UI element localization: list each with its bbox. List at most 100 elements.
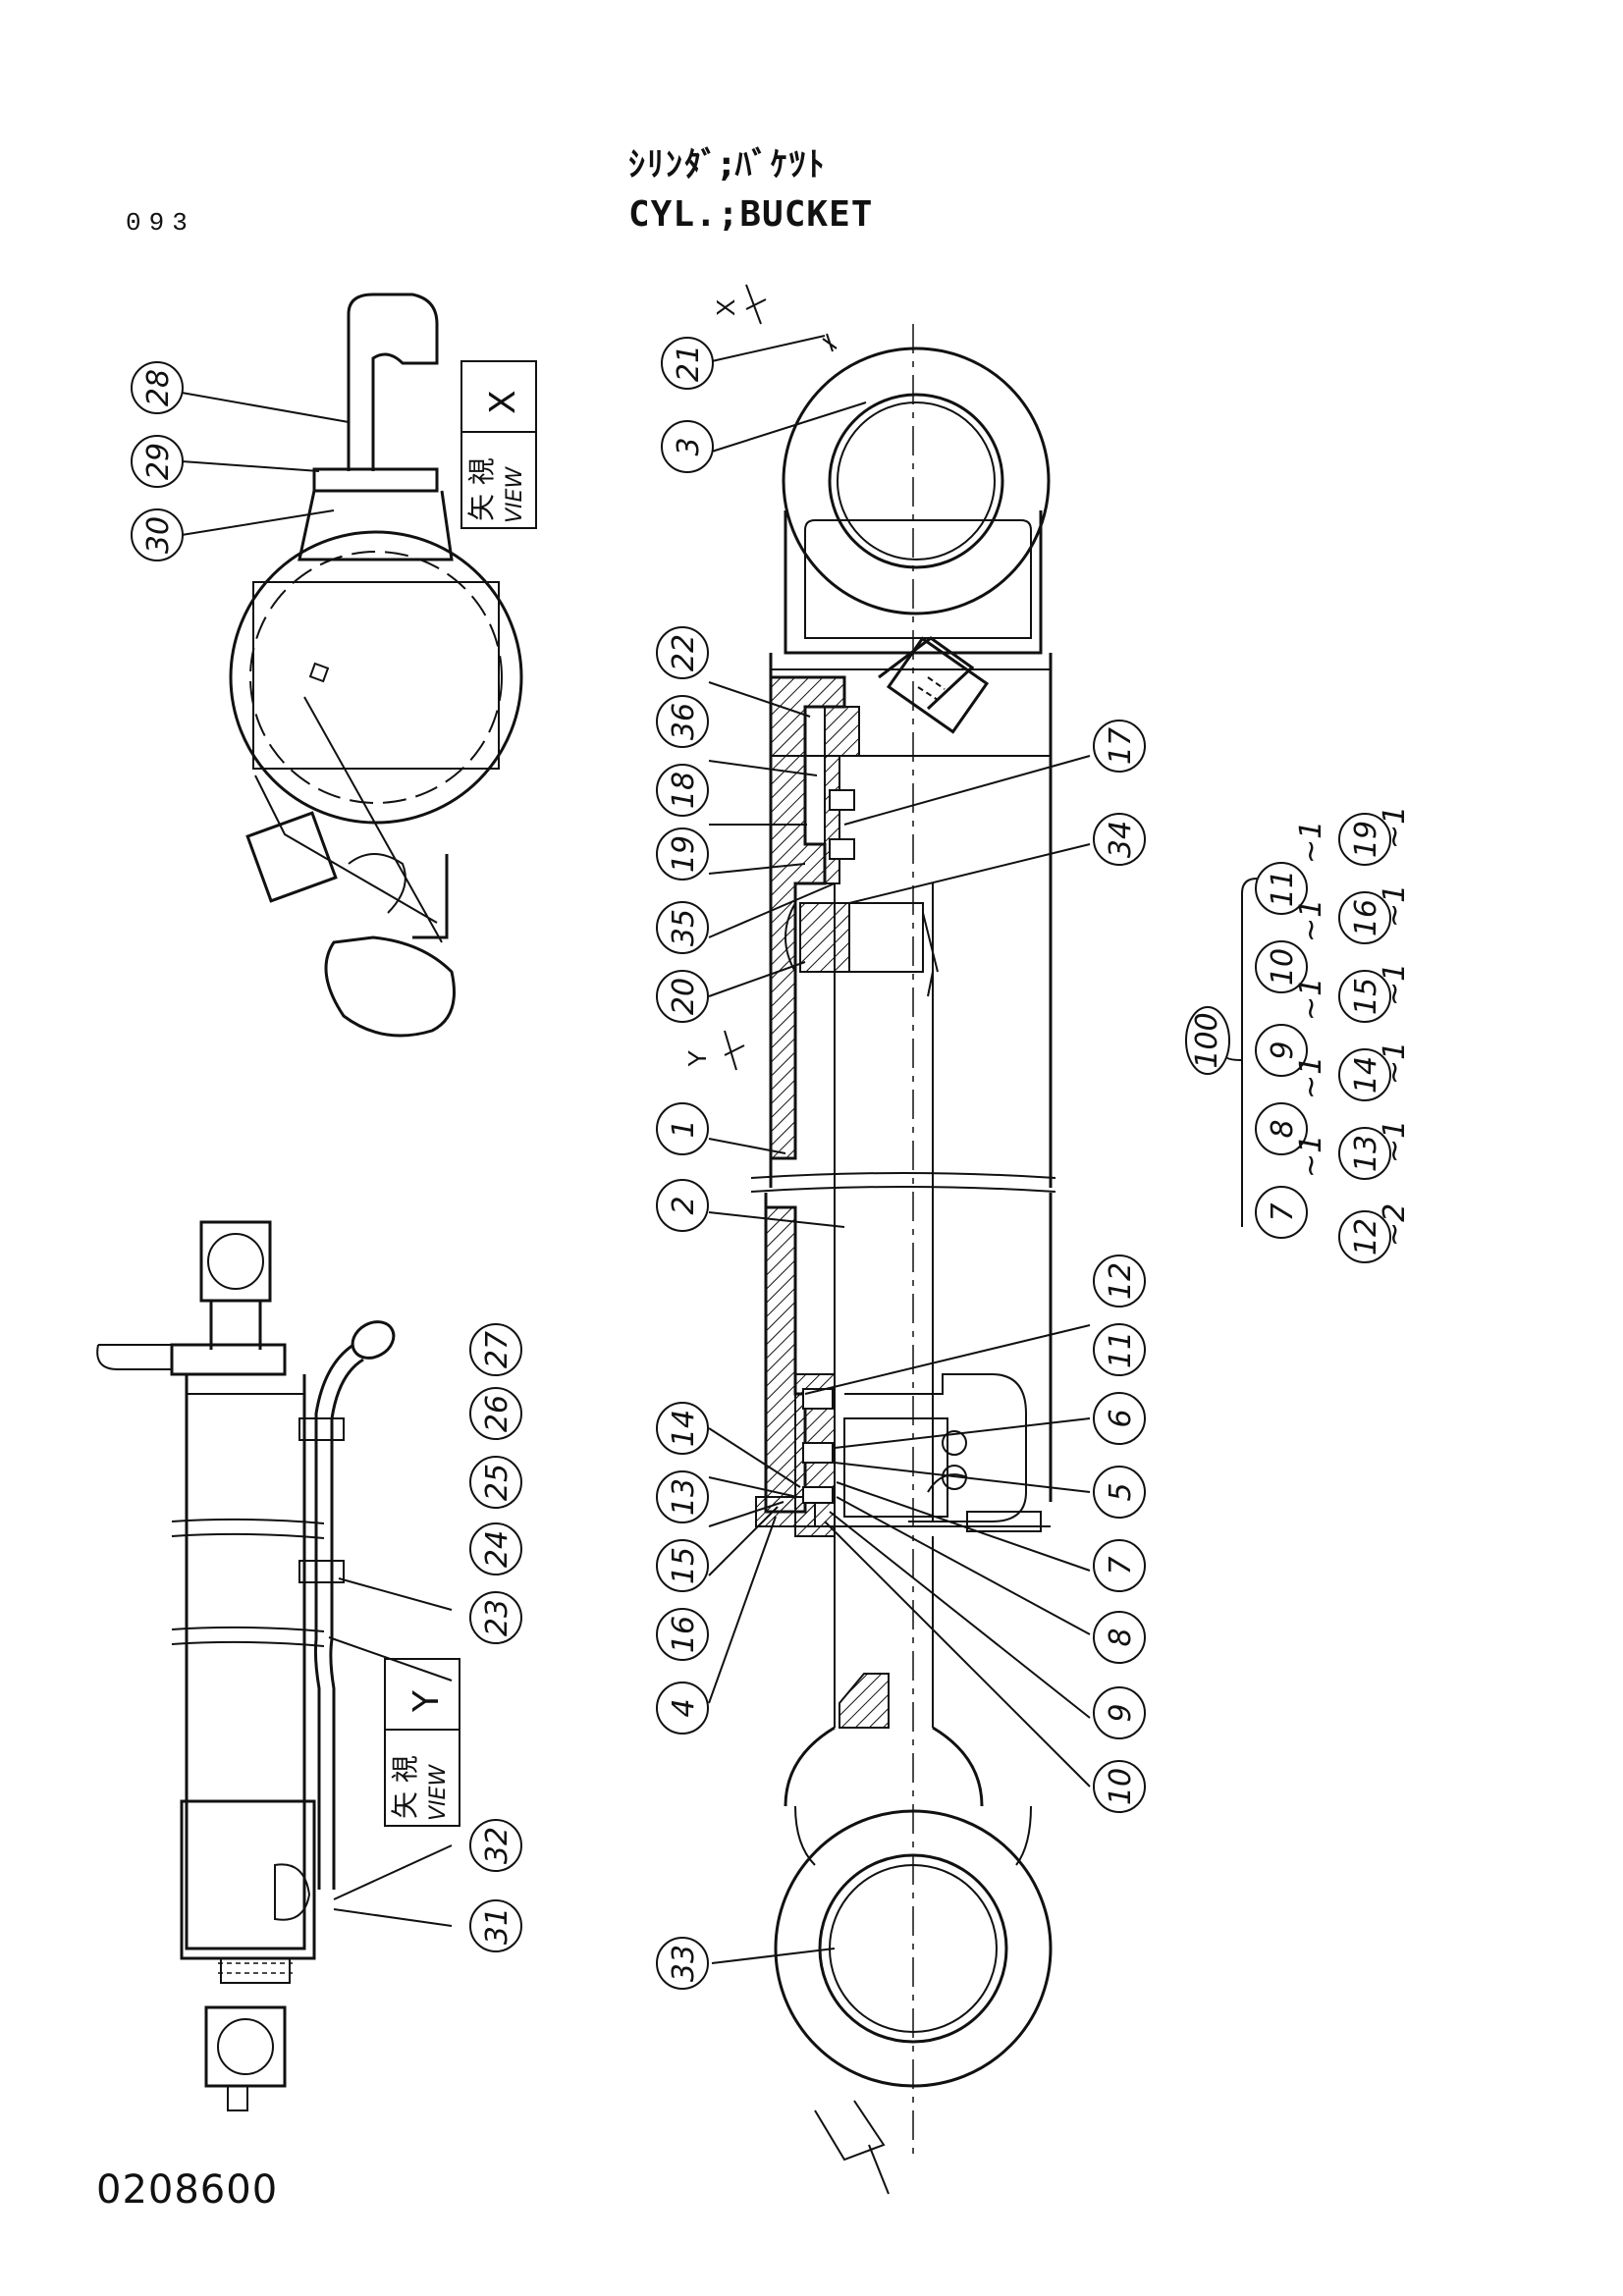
tilde-mark: ~2 [1378,1203,1412,1247]
tilde-mark: ~1 [1294,1056,1328,1099]
top-eye-outer [782,347,1051,615]
callout-c35: 35 [656,901,709,954]
callout-label: 12 [1104,1262,1138,1300]
bottom-eye-outer [774,1809,1053,2088]
callout-c9: 9 [1093,1686,1146,1739]
tilde-mark: ~1 [1294,899,1328,942]
callout-k14: 14 [1338,1048,1391,1101]
callout-k8: 8 [1255,1102,1308,1155]
section-mark-y: Y [682,1050,712,1067]
callout-c2: 2 [656,1179,709,1232]
callout-c32: 32 [469,1819,522,1872]
callout-label: 34 [1104,821,1138,858]
callout-k11: 11 [1255,862,1308,915]
callout-c34: 34 [1093,813,1146,866]
callout-k9: 9 [1255,1024,1308,1077]
callout-c19: 19 [656,828,709,881]
callout-c22: 22 [656,626,709,679]
callout-k7: 7 [1255,1186,1308,1239]
callout-label: 23 [480,1599,514,1636]
title-japanese: ｼﾘﾝﾀﾞ;ﾊﾞｹﾂﾄ [628,145,827,185]
callout-c5: 5 [1093,1466,1146,1519]
callout-label: 26 [480,1395,514,1432]
callout-c10: 10 [1093,1760,1146,1813]
callout-label: 15 [667,1547,701,1584]
callout-label: 18 [667,772,701,809]
callout-label: 7 [1104,1556,1138,1575]
callout-c25: 25 [469,1456,522,1509]
view-y-drawing [96,1220,396,2111]
leader-lines [181,335,1258,1964]
tilde-mark: ~1 [1378,963,1412,1006]
callout-c28: 28 [131,361,184,414]
callout-label: 8 [1266,1119,1300,1138]
callout-c24: 24 [469,1522,522,1575]
callout-label: 10 [1266,948,1300,986]
callout-label: 19 [1349,821,1383,858]
tilde-mark: ~1 [1378,884,1412,928]
callout-c21: 21 [661,337,714,390]
callout-label: 28 [141,369,176,406]
callout-label: 27 [480,1331,514,1368]
callout-label: 10 [1104,1768,1138,1805]
callout-c26: 26 [469,1387,522,1440]
callout-label: 5 [1104,1482,1138,1501]
drawing-number: 0208600 [96,2167,279,2213]
callout-c6: 6 [1093,1392,1146,1445]
callout-label: 22 [667,634,701,671]
callout-label: 11 [1266,870,1300,907]
callout-label: 19 [667,835,701,873]
callout-label: 16 [1349,899,1383,936]
callout-c27: 27 [469,1323,522,1376]
callout-label: 30 [141,516,176,554]
assembly-kit-callout: 100 [1185,1006,1230,1075]
view-x-letter: X [483,390,523,414]
callout-c31: 31 [469,1899,522,1952]
callout-label: 36 [667,703,701,740]
callout-label: 6 [1104,1409,1138,1427]
view-x-kanji: 矢 視 [465,457,498,521]
tilde-mark: ~1 [1294,1135,1328,1178]
callout-k16: 16 [1338,891,1391,944]
callout-label: 1 [667,1119,701,1138]
callout-label: 2 [667,1196,701,1214]
callout-c36: 36 [656,695,709,748]
callout-label: 20 [667,978,701,1015]
callout-label: 33 [667,1945,701,1982]
callout-label: 7 [1266,1202,1300,1221]
callout-label: 21 [672,345,706,382]
view-y-letter: Y [406,1689,447,1713]
view-y-word: VIEW [426,1764,451,1821]
callout-label: 29 [141,443,176,480]
callout-c18: 18 [656,764,709,817]
callout-c14: 14 [656,1402,709,1455]
callout-c30: 30 [131,508,184,561]
callout-c1: 1 [656,1102,709,1155]
callout-label: 13 [667,1478,701,1516]
view-y-label: 矢 視 VIEW Y [384,1658,460,1827]
callout-label: 12 [1349,1218,1383,1255]
callout-c17: 17 [1093,720,1146,773]
callout-c12: 12 [1093,1255,1146,1308]
callout-label: 24 [480,1530,514,1568]
callout-label: 14 [1349,1056,1383,1094]
callout-label: 17 [1104,727,1138,765]
callout-label: 32 [480,1827,514,1864]
callout-c4: 4 [656,1682,709,1735]
callout-c11: 11 [1093,1323,1146,1376]
section-markers: X Y [682,284,767,1071]
callout-label: 13 [1349,1135,1383,1172]
bottom-eye-bore [818,1853,1008,2044]
callout-label: 35 [667,909,701,946]
callout-label: 4 [667,1698,701,1717]
callout-c33: 33 [656,1937,709,1990]
view-x-label: 矢 視 VIEW X [460,360,537,529]
tilde-mark: ~1 [1378,806,1412,849]
callout-label: 31 [480,1907,514,1945]
tilde-mark: ~1 [1294,978,1328,1021]
tilde-mark: ~1 [1378,1041,1412,1085]
callout-label: 25 [480,1464,514,1501]
callout-label: 9 [1104,1703,1138,1722]
callout-label: 11 [1104,1331,1138,1368]
